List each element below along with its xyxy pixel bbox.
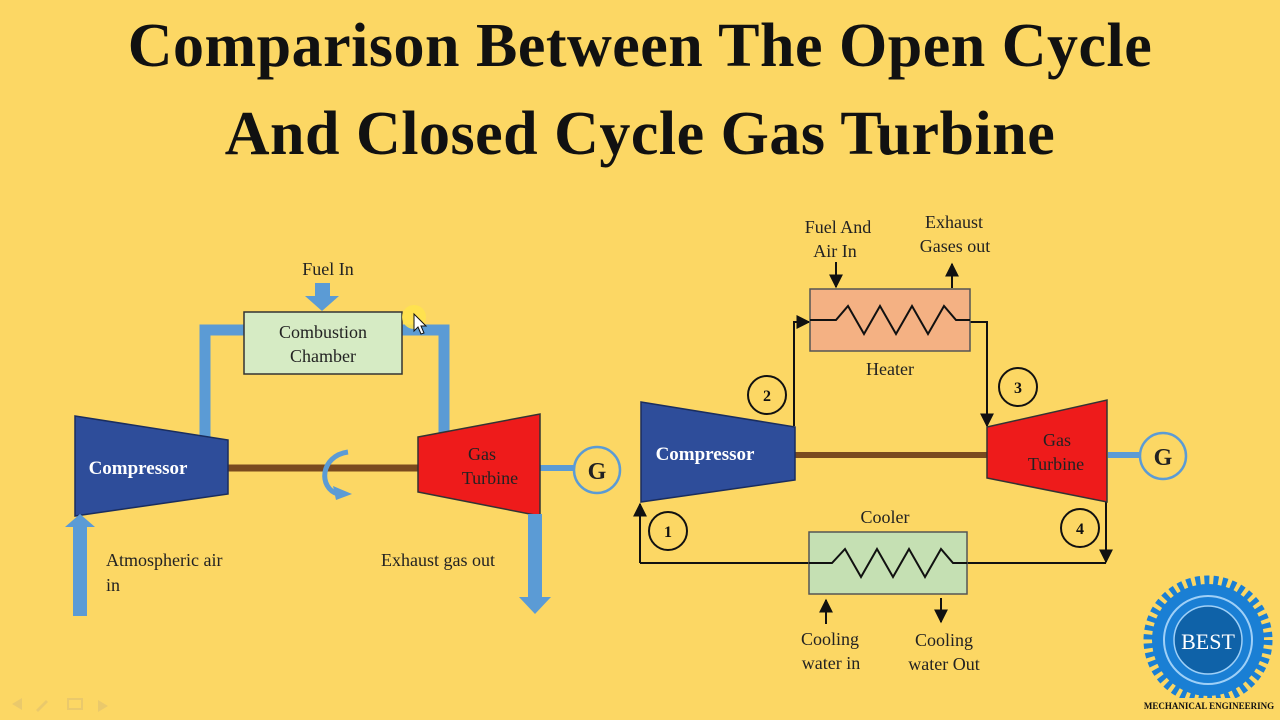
state-point-1 (648, 511, 688, 551)
open-turbine-label-2: Turbine (462, 468, 518, 488)
page-title-line-1: Comparison Between The Open Cycle (127, 12, 1153, 80)
state-point-1-label: 1 (664, 524, 672, 541)
rotation-arrow-icon (322, 449, 349, 497)
closed-turbine-label-1: Gas (1043, 430, 1071, 450)
menu-icon[interactable] (67, 698, 83, 710)
state-point-2 (747, 375, 787, 415)
heater-coil (810, 303, 970, 337)
exhaust-gas-arrow (519, 514, 551, 614)
combustion-chamber (243, 311, 403, 375)
best-logo: BEST MECHANICAL ENGINEERING (1142, 575, 1276, 712)
atmospheric-air-label-2: in (106, 575, 120, 595)
open-cycle-diagram: Fuel In Combustion Chamber Compressor Ga… (65, 259, 622, 616)
cooler (808, 531, 968, 595)
closed-compressor (640, 401, 796, 503)
closed-line-heater-to-turbine (970, 321, 994, 428)
closed-gas-turbine (986, 399, 1108, 503)
cooling-water-out-label-1: Cooling (915, 630, 973, 650)
logo-gear-ring (1163, 595, 1253, 685)
exhaust-gas-label: Exhaust gas out (381, 550, 495, 570)
open-gas-turbine (417, 413, 541, 517)
cooling-water-in-label-1: Cooling (801, 629, 859, 649)
state-point-3 (998, 367, 1038, 407)
logo-caption: MECHANICAL ENGINEERING (1144, 701, 1274, 711)
state-point-4-label: 4 (1076, 521, 1084, 538)
closed-generator (1138, 431, 1188, 481)
cooling-water-out-label-2: water Out (908, 654, 979, 674)
video-controls[interactable] (12, 698, 108, 712)
cooling-water-in-label-2: water in (802, 653, 860, 673)
heater-label: Heater (866, 359, 914, 379)
open-pipe-chamber-to-turbine (402, 324, 450, 440)
page-title-line-2: And Closed Cycle Gas Turbine (224, 100, 1056, 168)
state-point-4 (1060, 508, 1100, 548)
cooler-coil (809, 546, 967, 580)
mouse-cursor-icon (413, 312, 428, 335)
combustion-chamber-label-2: Chamber (290, 346, 356, 366)
atmospheric-air-label-1: Atmospheric air (106, 550, 222, 570)
closed-generator-label: G (1154, 445, 1173, 471)
open-generator-label: G (588, 459, 607, 485)
logo-caption-band (1142, 698, 1276, 712)
fuel-air-in-label-2: Air In (813, 241, 857, 261)
open-compressor-label: Compressor (89, 458, 188, 479)
logo-gear-inner (1173, 605, 1243, 675)
cooler-label: Cooler (861, 507, 910, 527)
open-turbine-label-1: Gas (468, 444, 496, 464)
back-arrow-icon[interactable] (12, 698, 22, 710)
closed-cycle-diagram: Heater Fuel And Air In Exhaust Gases out… (633, 212, 1188, 674)
state-point-3-label: 3 (1014, 380, 1022, 397)
atmospheric-air-arrow (65, 514, 95, 616)
open-fuel-in-label: Fuel In (302, 259, 354, 279)
open-compressor (74, 415, 229, 517)
state-point-2-label: 2 (763, 388, 771, 405)
exhaust-gases-label-1: Exhaust (925, 212, 983, 232)
pen-icon[interactable] (36, 700, 48, 712)
closed-line-compressor-to-heater (793, 315, 811, 426)
closed-compressor-label: Compressor (656, 444, 755, 465)
rotation-arrow-head (333, 486, 352, 500)
logo-text: BEST (1181, 629, 1235, 654)
open-pipe-compressor-to-chamber (199, 324, 244, 440)
open-fuel-in-arrow (305, 283, 339, 311)
combustion-chamber-label-1: Combustion (279, 322, 367, 342)
exhaust-gases-label-2: Gases out (920, 236, 991, 256)
closed-turbine-label-2: Turbine (1028, 454, 1084, 474)
forward-arrow-icon[interactable] (98, 700, 108, 712)
open-generator (572, 445, 622, 495)
fuel-air-in-label-1: Fuel And (805, 217, 872, 237)
